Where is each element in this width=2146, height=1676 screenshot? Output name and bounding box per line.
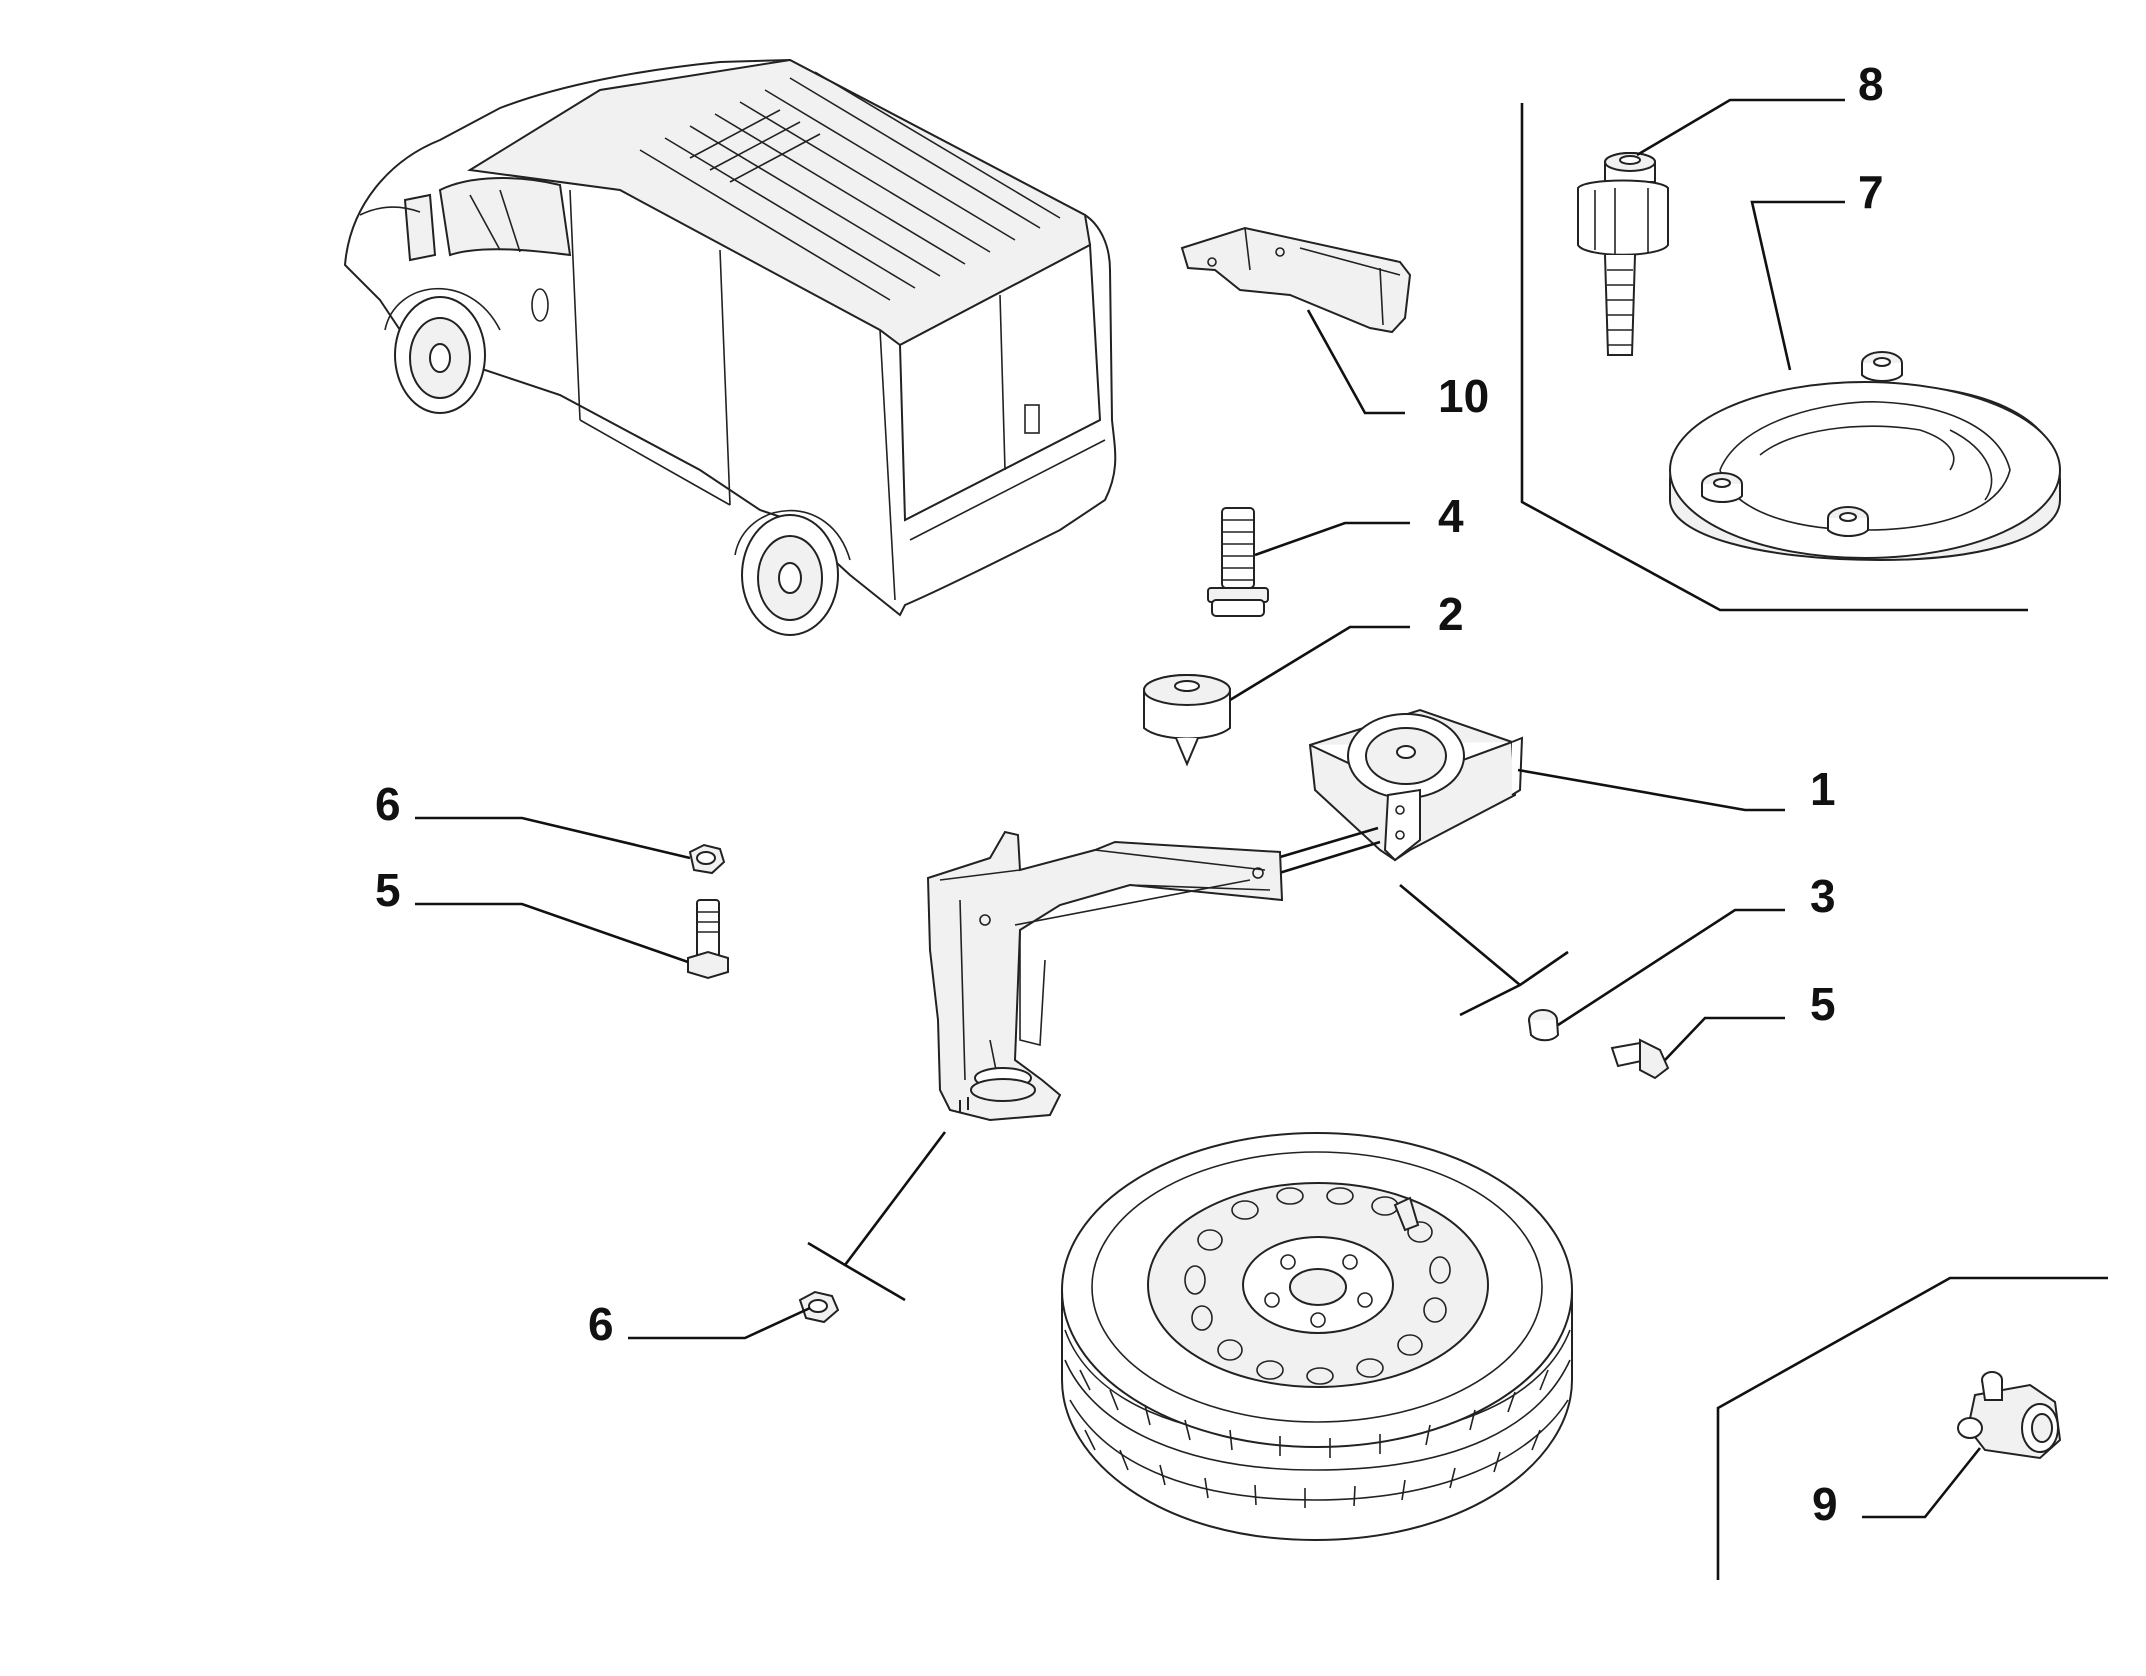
spare-wheel-icon — [1061, 1132, 1573, 1542]
callout-7: 7 — [1858, 166, 1884, 218]
leader-lines — [415, 98, 1982, 1519]
bolt-icon — [1207, 507, 1269, 617]
callout-3: 3 — [1810, 870, 1836, 922]
section-divider — [807, 103, 2108, 1580]
carrier-arm-icon — [926, 826, 1381, 1122]
callout-9: 9 — [1812, 1478, 1838, 1530]
callout-1: 1 — [1810, 763, 1836, 815]
callout-5-right: 5 — [1810, 978, 1836, 1030]
callout-labels: 8 7 10 4 2 1 6 5 3 5 6 9 — [375, 58, 1884, 1530]
adapter-fitting-icon — [1957, 1371, 2062, 1460]
callout-6-top: 6 — [375, 778, 401, 830]
callout-4: 4 — [1438, 490, 1464, 542]
callout-6-bottom: 6 — [588, 1298, 614, 1350]
anti-theft-bolt-icon — [1577, 152, 1669, 356]
callout-2: 2 — [1438, 588, 1464, 640]
delivery-van-icon — [343, 58, 1117, 636]
bolt-icon — [1610, 1038, 1670, 1080]
hex-nut-icon — [688, 843, 726, 875]
plug-icon — [1528, 1009, 1560, 1042]
spare-wheel-winch-icon — [1308, 708, 1524, 862]
callout-5-left: 5 — [375, 864, 401, 916]
bolt-icon — [687, 899, 729, 980]
rubber-bump-stop-icon — [1143, 674, 1231, 767]
hex-nut-icon — [798, 1290, 840, 1324]
wheel-lock-plate-icon — [1669, 351, 2061, 562]
mounting-bracket-icon — [1180, 226, 1412, 334]
callout-8: 8 — [1858, 58, 1884, 110]
callout-10: 10 — [1438, 370, 1489, 422]
